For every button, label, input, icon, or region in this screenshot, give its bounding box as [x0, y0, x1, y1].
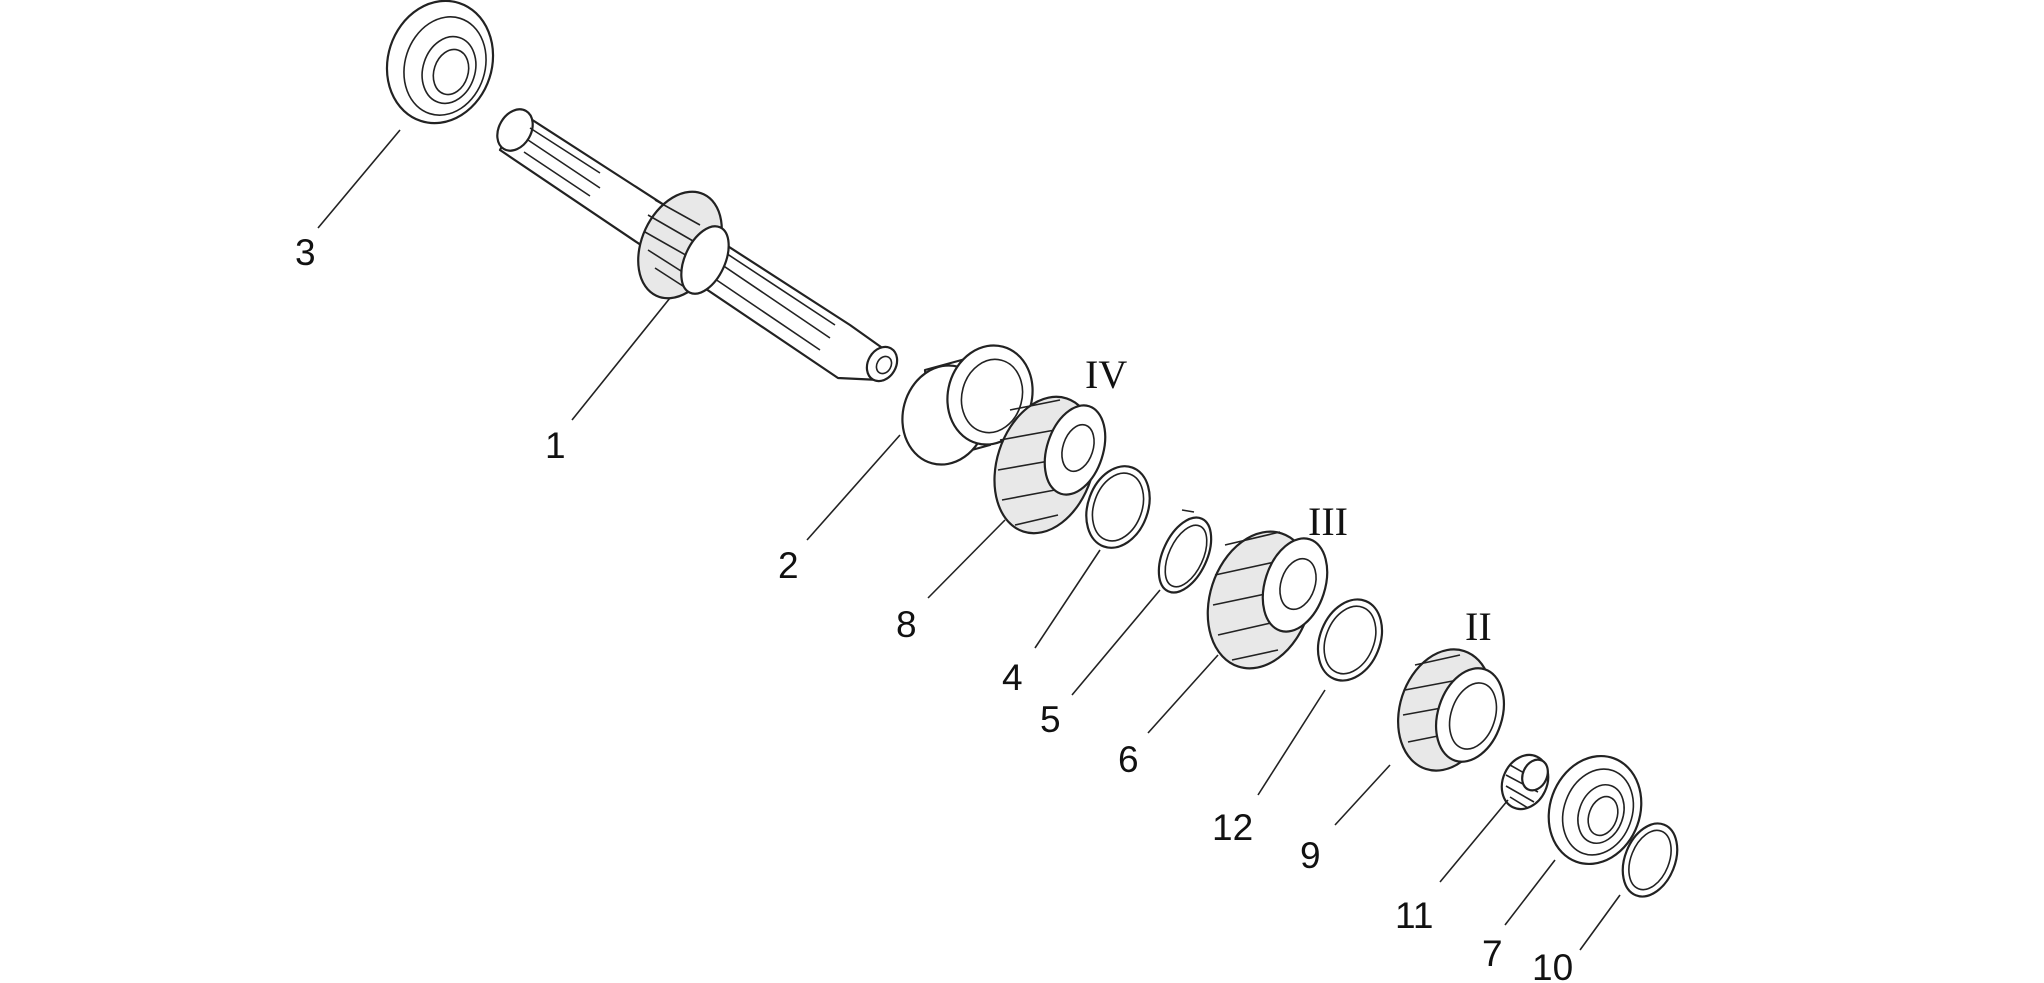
leader-1	[571, 297, 671, 421]
washer-part-10	[1621, 822, 1679, 898]
leader-3	[317, 129, 401, 229]
leader-lines	[317, 129, 1621, 951]
leader-12	[1257, 689, 1326, 796]
callout-10: 10	[1532, 947, 1573, 983]
leader-11	[1439, 799, 1509, 883]
leader-6	[1147, 654, 1219, 734]
leader-10	[1579, 894, 1621, 951]
gear-part-8	[993, 395, 1107, 535]
gear-labels: IV III II	[1085, 352, 1492, 649]
leader-4	[1034, 549, 1101, 649]
callout-11: 11	[1395, 895, 1433, 936]
bearing-part-3	[385, 0, 495, 125]
bushing-part-2	[901, 344, 1034, 466]
callout-6: 6	[1118, 739, 1139, 780]
callout-9: 9	[1300, 835, 1321, 876]
washer-part-12	[1316, 598, 1384, 682]
gear-label-iv: IV	[1085, 352, 1127, 397]
leader-7	[1504, 859, 1556, 926]
callout-numbers: 3 1 2 8 4 5 6 12 9 11 7 10	[295, 232, 1573, 983]
callout-2: 2	[778, 545, 799, 586]
callout-3: 3	[295, 232, 316, 273]
shaft-part-1	[496, 108, 899, 383]
callout-1: 1	[545, 425, 566, 466]
needle-bearing-part-11	[1500, 753, 1550, 811]
callout-8: 8	[896, 604, 917, 645]
gear-label-ii: II	[1465, 604, 1492, 649]
callout-4: 4	[1002, 657, 1023, 698]
callout-12: 12	[1212, 807, 1253, 848]
circlip-part-5	[1157, 509, 1213, 594]
gear-part-9	[1397, 648, 1505, 772]
gear-label-iii: III	[1308, 499, 1348, 544]
leader-9	[1334, 764, 1391, 826]
leader-5	[1071, 589, 1161, 696]
callout-7: 7	[1482, 933, 1503, 974]
gear-part-6	[1206, 530, 1329, 670]
bearing-part-7	[1547, 754, 1643, 866]
callout-5: 5	[1040, 699, 1061, 740]
washer-part-4	[1085, 465, 1151, 549]
leader-8	[927, 519, 1006, 599]
leader-2	[806, 434, 901, 541]
